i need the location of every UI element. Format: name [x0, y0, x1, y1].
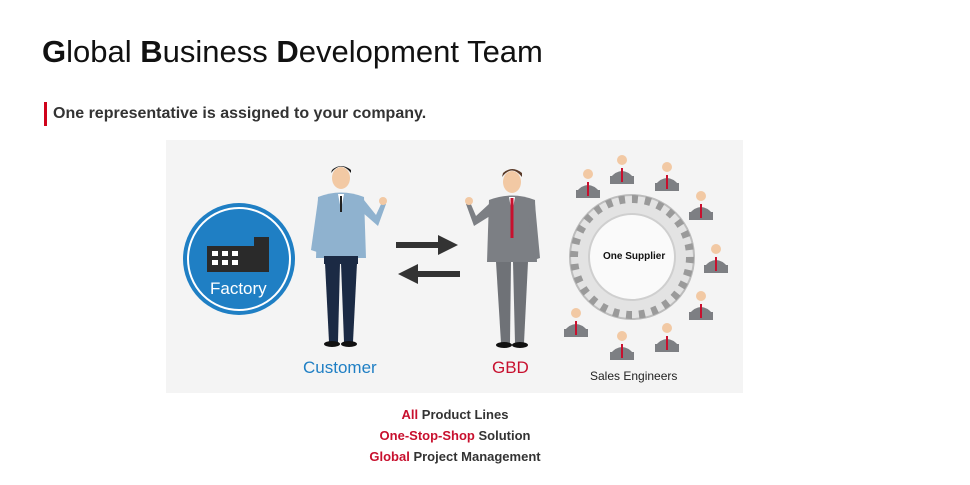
supplier-ring-icon: [569, 194, 695, 320]
page-title: Global Business Development Team: [42, 34, 543, 70]
customer-figure-icon: [311, 166, 387, 347]
benefit-highlight: All: [401, 407, 419, 422]
benefit-highlight: Global: [369, 449, 410, 464]
diagram-graphics: [183, 155, 728, 360]
customer-label: Customer: [303, 358, 377, 377]
benefit-item: One-Stop-Shop Solution: [300, 425, 610, 446]
benefit-text: Solution: [474, 428, 531, 443]
exchange-arrows-icon: [396, 235, 460, 284]
title-rest-global: lobal: [66, 34, 141, 69]
benefit-highlight: One-Stop-Shop: [379, 428, 475, 443]
title-rest-business: usiness: [162, 34, 277, 69]
gbd-label: GBD: [492, 358, 529, 377]
benefit-item: Global Project Management: [300, 446, 610, 467]
title-initial-g: G: [42, 34, 67, 69]
gbd-figure-icon: [465, 169, 540, 348]
benefit-item: All Product Lines: [300, 404, 610, 425]
business-diagram: Factory Customer GBD One Supplier Sales …: [166, 140, 743, 393]
supplier-label: One Supplier: [603, 251, 666, 262]
factory-icon: [183, 203, 295, 315]
sales-engineers-label: Sales Engineers: [590, 369, 678, 383]
factory-label: Factory: [210, 279, 267, 298]
benefits-list: All Product Lines One-Stop-Shop Solution…: [300, 404, 610, 467]
title-initial-d: D: [276, 34, 299, 69]
subtitle: One representative is assigned to your c…: [44, 102, 426, 126]
benefit-text: Project Management: [409, 449, 541, 464]
title-initial-b: B: [140, 34, 163, 69]
title-rest-development: evelopment Team: [298, 34, 543, 69]
benefit-text: Product Lines: [418, 407, 509, 422]
sales-engineer-icons: [564, 155, 728, 360]
